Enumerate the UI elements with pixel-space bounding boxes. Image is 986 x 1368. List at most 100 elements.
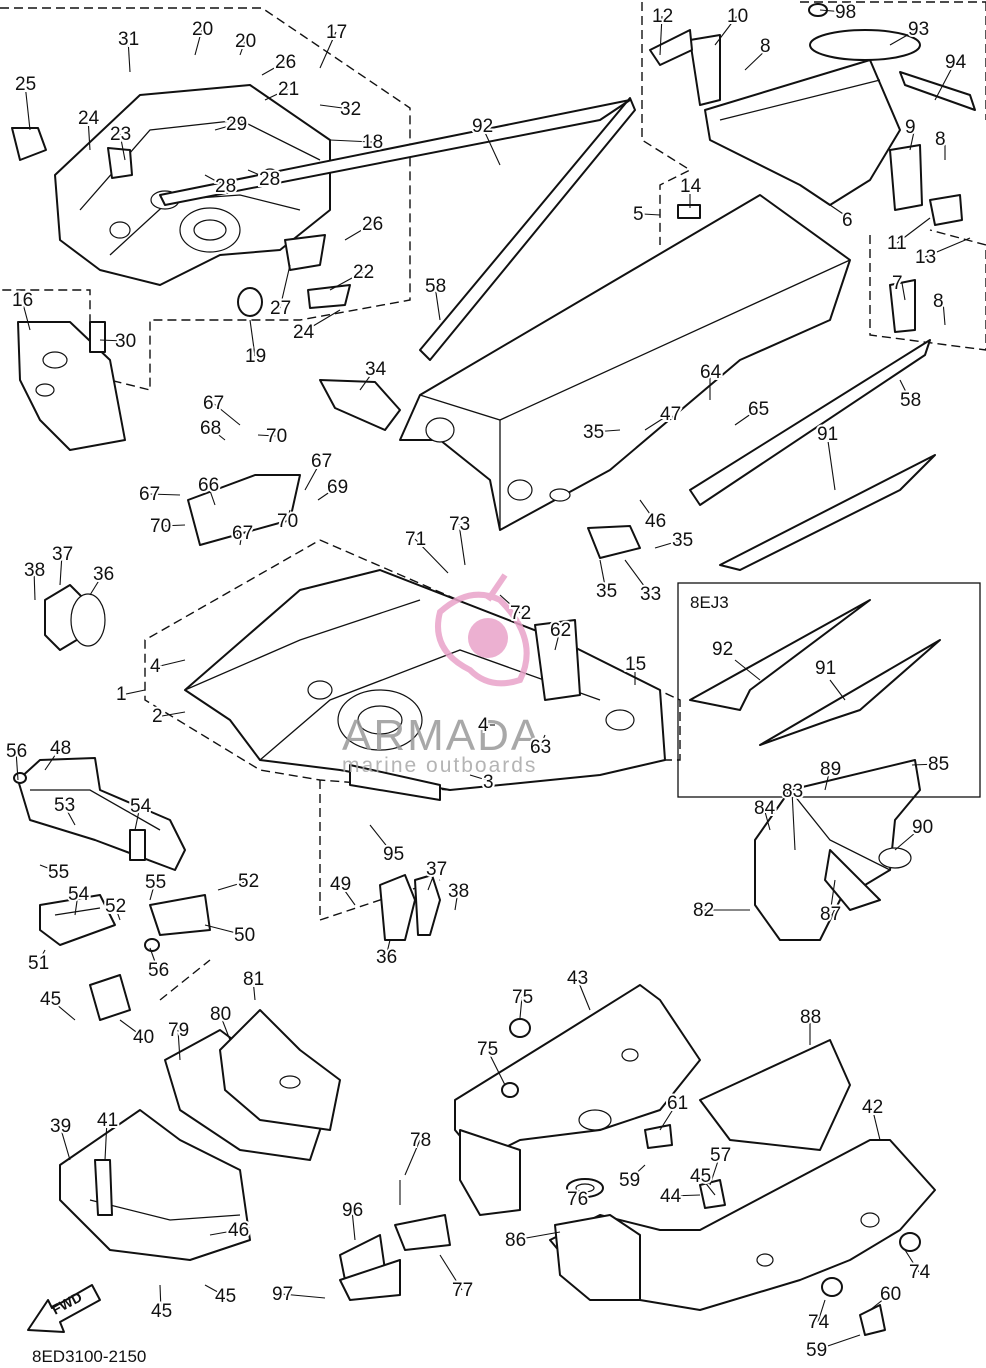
callout-number: 78 — [410, 1130, 431, 1151]
callout-number: 56 — [148, 960, 169, 981]
callout-number: 52 — [105, 896, 126, 917]
callout-leader — [87, 117, 91, 151]
callout-number: 58 — [425, 276, 446, 297]
callout-number: 75 — [512, 987, 533, 1008]
callout-number: 4 — [478, 715, 489, 736]
callout-leader — [714, 15, 738, 46]
callout-number: 55 — [48, 862, 69, 883]
callout-leader — [33, 569, 36, 601]
callout-leader — [302, 309, 341, 333]
callout-number: 59 — [806, 1340, 827, 1361]
callout-leader — [709, 1154, 721, 1186]
callout-number: 8 — [760, 36, 771, 57]
callout-number: 36 — [376, 947, 397, 968]
callout-number: 9 — [905, 117, 916, 138]
watermark-tagline: marine outboards — [342, 754, 537, 777]
callout-number: 41 — [97, 1110, 118, 1131]
callout-number: 89 — [820, 759, 841, 780]
callout-number: 17 — [326, 22, 347, 43]
callout-leader — [829, 879, 836, 915]
callout-leader — [59, 553, 63, 586]
callout-leader — [554, 629, 561, 651]
callout-number: 26 — [275, 52, 296, 73]
callout-number: 24 — [293, 322, 315, 343]
callout-leader — [252, 978, 256, 1001]
callout-leader — [644, 413, 671, 431]
callout-leader — [159, 659, 186, 667]
callout-leader — [261, 61, 286, 76]
callout-leader — [628, 1164, 646, 1181]
watermark-logo-icon — [435, 573, 530, 687]
callout-leader — [44, 747, 61, 771]
callout-leader — [829, 204, 853, 221]
callout-number: 44 — [660, 1186, 682, 1207]
callout-number: 50 — [234, 925, 255, 946]
callout-leader — [99, 339, 126, 342]
callout-leader — [642, 213, 661, 216]
main-chassis — [44, 474, 666, 941]
callout-number: 37 — [52, 544, 73, 565]
callout-leader — [351, 1209, 356, 1241]
callout-leader — [89, 573, 104, 596]
inset-label: 8EJ3 — [690, 593, 729, 612]
callout-number: 58 — [900, 390, 921, 411]
callout-leader — [319, 104, 351, 110]
callout-number: 35 — [672, 530, 693, 551]
inset-callout: 91 — [815, 658, 836, 679]
callout-leader — [317, 486, 338, 501]
callout-leader — [344, 223, 373, 241]
callout-leader — [499, 594, 521, 614]
callout-leader — [899, 379, 911, 401]
callout-number: 97 — [272, 1284, 293, 1305]
callout-number: 62 — [550, 620, 571, 641]
callout-leader — [24, 83, 31, 131]
callout-number: 49 — [330, 874, 351, 895]
callout-number: 43 — [567, 968, 588, 989]
callout-number: 20 — [192, 19, 213, 40]
callout-number: 30 — [115, 331, 136, 352]
callout-leader — [889, 28, 919, 46]
callout-number: 47 — [660, 404, 681, 425]
callout-leader — [385, 939, 391, 958]
callout-number: 48 — [50, 738, 71, 759]
callout-leader — [21, 299, 31, 331]
callout-number: 51 — [28, 953, 49, 974]
callout-number: 31 — [118, 29, 139, 50]
callout-leader — [817, 1299, 826, 1323]
tunnel — [159, 97, 936, 571]
callout-number: 11 — [887, 233, 907, 254]
callout-number: 8 — [935, 129, 946, 150]
callout-number: 46 — [228, 1220, 249, 1241]
callout-number: 54 — [68, 884, 90, 905]
callout-number: 71 — [405, 529, 426, 550]
callout-number: 38 — [24, 560, 45, 581]
callout-number: 55 — [145, 872, 166, 893]
bottom-brackets — [339, 1180, 451, 1301]
callout-number: 22 — [353, 262, 374, 283]
under-panels-left — [59, 1009, 341, 1261]
callout-leader — [204, 924, 245, 936]
callout-number: 84 — [754, 798, 776, 819]
callout-number: 13 — [915, 247, 936, 268]
callout-number: 60 — [880, 1284, 901, 1305]
callout-leader — [159, 1284, 162, 1312]
front-cover-shell — [754, 759, 921, 941]
callout-leader — [63, 804, 76, 826]
callout-leader — [427, 868, 437, 891]
callout-leader — [911, 763, 939, 766]
callout-number: 53 — [54, 795, 75, 816]
callout-number: 85 — [928, 754, 949, 775]
callout-number: 14 — [680, 176, 702, 197]
callout-number: 87 — [820, 904, 841, 925]
callout-number: 28 — [259, 169, 280, 190]
callout-number: 67 — [232, 523, 253, 544]
callout-leader — [659, 15, 663, 56]
callout-leader — [249, 319, 256, 357]
callout-number: 45 — [40, 989, 61, 1010]
callout-leader — [894, 826, 923, 851]
callout-number: 70 — [266, 426, 287, 447]
callout-number: 35 — [596, 581, 617, 602]
callout-number: 65 — [748, 399, 769, 420]
